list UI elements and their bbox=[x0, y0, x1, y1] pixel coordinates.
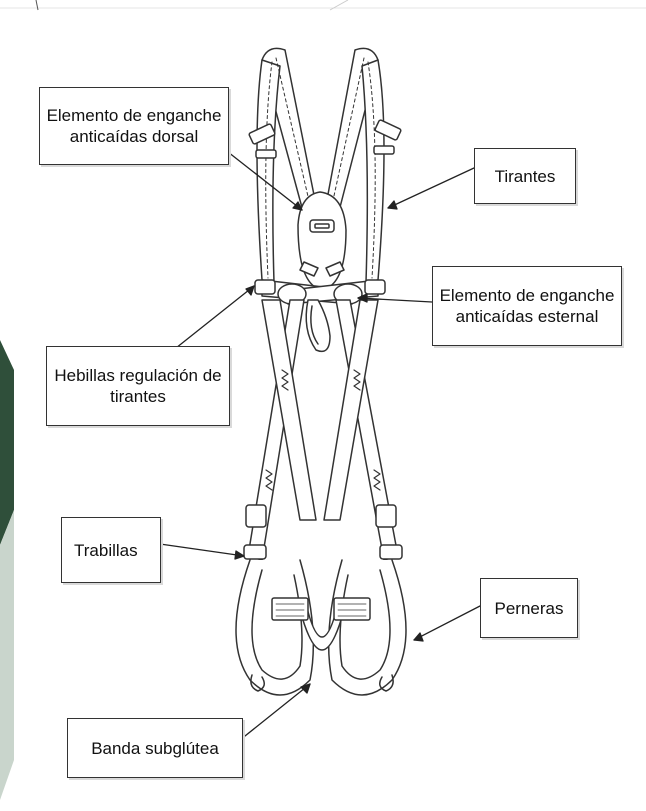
label-hebillas-line-1: Hebillas regulación de bbox=[54, 365, 221, 386]
leader-tirantes bbox=[388, 168, 474, 208]
label-trabillas-text: Trabillas bbox=[74, 540, 138, 561]
label-dorsal-line-1: Elemento de enganche bbox=[47, 105, 222, 126]
arrowhead-trabillas bbox=[235, 551, 244, 559]
dorsal-plate bbox=[298, 192, 346, 290]
label-tirantes: Tirantes bbox=[474, 148, 576, 204]
label-tirantes-text: Tirantes bbox=[495, 166, 556, 187]
leader-perneras bbox=[414, 606, 480, 640]
label-subgluteal-band: Banda subglútea bbox=[67, 718, 243, 778]
leg-loops bbox=[236, 560, 406, 695]
leader-trabillas bbox=[160, 544, 244, 556]
left-side-buckle bbox=[255, 280, 275, 294]
label-dorsal-attachment: Elemento de enganche anticaídas dorsal bbox=[39, 87, 229, 165]
label-esternal-line-2: anticaídas esternal bbox=[456, 306, 599, 327]
label-banda-text: Banda subglútea bbox=[91, 738, 219, 759]
leader-hebillas bbox=[176, 286, 254, 348]
label-hebillas-line-2: tirantes bbox=[110, 386, 166, 407]
label-adjustment-buckles: Hebillas regulación de tirantes bbox=[46, 346, 230, 426]
label-dorsal-line-2: anticaídas dorsal bbox=[70, 126, 199, 147]
left-lower-keeper bbox=[244, 545, 266, 559]
arrowhead-perneras bbox=[414, 633, 423, 641]
right-upper-keeper bbox=[374, 146, 394, 154]
label-sternal-attachment: Elemento de enganche anticaídas esternal bbox=[432, 266, 622, 346]
left-keeper bbox=[246, 505, 266, 527]
arrowhead-hebillas bbox=[246, 286, 254, 295]
label-perneras: Perneras bbox=[480, 578, 578, 638]
label-perneras-text: Perneras bbox=[495, 598, 564, 619]
label-esternal-line-1: Elemento de enganche bbox=[440, 285, 615, 306]
right-lower-keeper bbox=[380, 545, 402, 559]
label-trabillas: Trabillas bbox=[61, 517, 161, 583]
right-side-buckle bbox=[365, 280, 385, 294]
right-keeper bbox=[376, 505, 396, 527]
arrowhead-tirantes bbox=[388, 201, 397, 209]
left-upper-keeper bbox=[256, 150, 276, 158]
